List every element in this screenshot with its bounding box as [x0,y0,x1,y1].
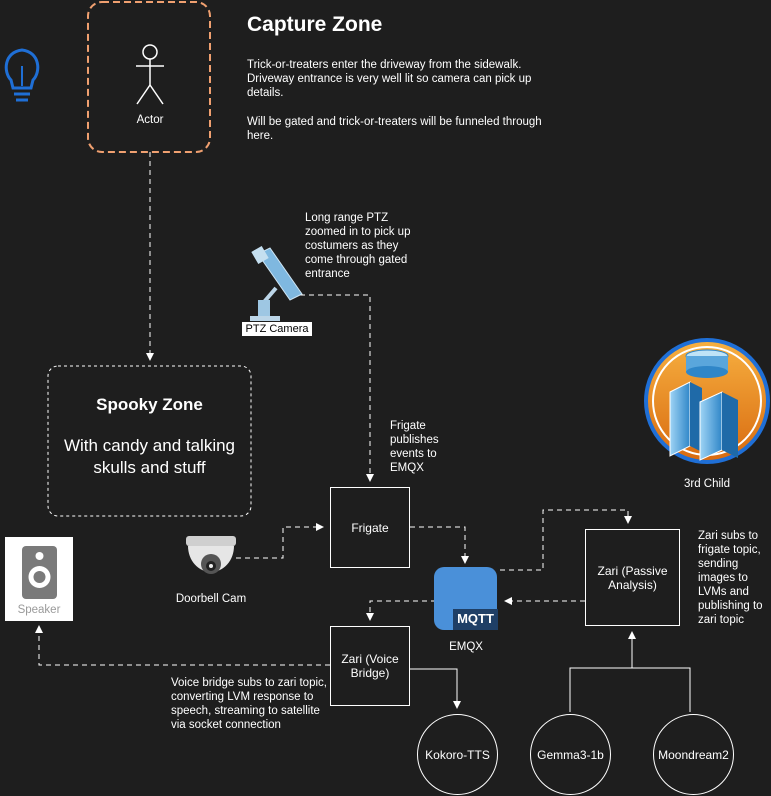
spooky-zone [47,365,252,517]
connector-emqx-zari-voice [366,600,436,621]
capture-zone-description: Trick-or-treaters enter the driveway fro… [247,59,532,99]
actor-zone [87,1,211,153]
emqx-label: EMQX [449,641,483,653]
doorbell-cam-label: Doorbell Cam [175,593,247,605]
speaker-icon [5,537,73,621]
spooky-zone-subtitle: With candy and talking skulls and stuff [63,436,236,477]
zari-voice-node[interactable]: Zari (Voice Bridge) [330,626,410,706]
ptz-note: Long range PTZ zoomed in to pick up cost… [305,212,411,280]
capture-zone-gating-note: Will be gated and trick-or-treaters will… [247,116,542,142]
mqtt-icon [434,567,498,630]
connector-doorbell-frigate [236,523,324,559]
frigate-label: Frigate [351,520,389,535]
connector-emqx-zari-passive [500,509,632,571]
doorbell-cam-icon [186,536,236,574]
lightbulb-icon [4,48,40,102]
ptz-camera-icon [250,245,303,321]
zari-passive-node[interactable]: Zari (Passive Analysis) [585,529,680,626]
server-icon [644,338,770,464]
capture-zone-title: Capture Zone [247,13,383,36]
zari-passive-note: Zari subs to frigate topic, sending imag… [698,530,763,626]
gemma-node[interactable]: Gemma3-1b [530,714,611,795]
frigate-node[interactable]: Frigate [330,487,410,568]
third-child-label: 3rd Child [683,478,731,490]
connector-ptz-frigate [300,294,374,482]
speaker-label: Speaker [17,604,61,616]
actor-icon [136,44,164,105]
connector-zari-voice-speaker [35,625,330,666]
gemma-label: Gemma3-1b [537,747,604,762]
moondream-node[interactable]: Moondream2 [653,714,734,795]
moondream-label: Moondream2 [658,747,729,762]
zari-passive-label: Zari (Passive Analysis) [597,563,668,592]
ptz-camera-label: PTZ Camera [245,323,309,335]
actor-label: Actor [136,114,164,126]
connector-gemma-branch [569,667,691,712]
connector-zari-voice-kokoro [410,668,461,709]
kokoro-tts-label: Kokoro-TTS [425,747,490,762]
mqtt-badge: MQTT [457,611,494,626]
connector-frigate-emqx [410,526,469,564]
frigate-note: Frigate publishes events to EMQX [390,420,439,474]
spooky-zone-title: Spooky Zone [96,395,203,414]
zari-voice-note: Voice bridge subs to zari topic, convert… [171,677,327,731]
zari-voice-label: Zari (Voice Bridge) [341,652,399,680]
ptz-label-bg [242,322,312,336]
kokoro-tts-node[interactable]: Kokoro-TTS [417,714,498,795]
